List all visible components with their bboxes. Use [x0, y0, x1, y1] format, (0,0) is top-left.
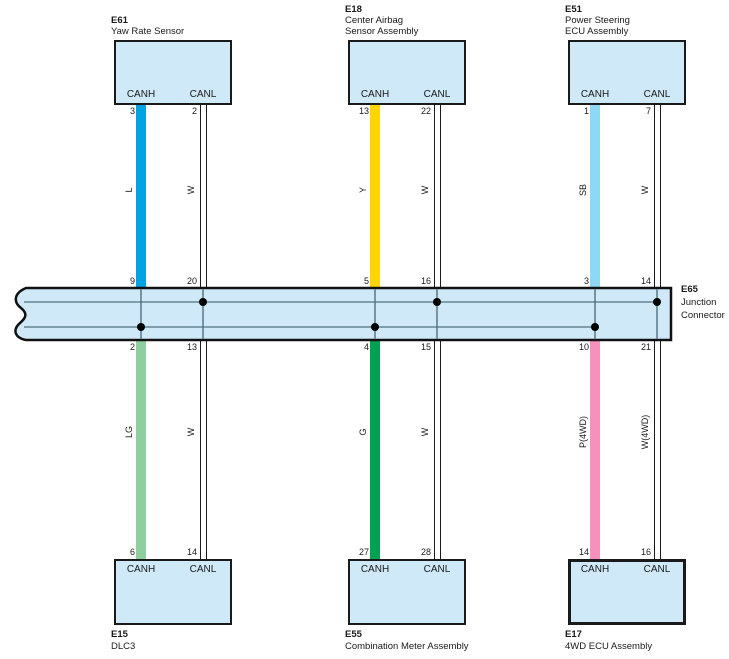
- wire-label: W: [420, 185, 430, 195]
- canh-label: CANH: [580, 89, 610, 100]
- device-name-line: Center Airbag: [345, 15, 404, 26]
- wire-label: Y: [358, 186, 368, 194]
- device-box-e17: [568, 559, 686, 625]
- pin-number: 16: [640, 547, 651, 557]
- wire-canl-bottom: [654, 340, 661, 559]
- canh-label: CANH: [580, 564, 610, 575]
- device-name-line: Sensor Assembly: [345, 26, 419, 37]
- pin-number: 20: [186, 276, 197, 286]
- junction-dot: [653, 298, 661, 306]
- device-box-e18: [348, 40, 466, 105]
- pin-number: 15: [420, 342, 431, 352]
- device-name-line: Combination Meter Assembly: [345, 641, 469, 652]
- wire-canh-bottom: [370, 340, 380, 559]
- pin-number: 1: [583, 106, 589, 116]
- junction-dot: [371, 323, 379, 331]
- device-name-line: Yaw Rate Sensor: [111, 26, 185, 37]
- pin-number: 9: [129, 276, 135, 286]
- wire-canl-bottom: [434, 340, 441, 559]
- pin-number: 21: [640, 342, 651, 352]
- wire-label: W: [420, 427, 430, 437]
- junction-dot: [199, 298, 207, 306]
- wire-label: P(4WD): [578, 416, 588, 448]
- pin-number: 13: [186, 342, 197, 352]
- pin-number: 7: [645, 106, 651, 116]
- canh-label: CANH: [126, 89, 156, 100]
- wire-label: W: [640, 185, 650, 195]
- pin-number: 22: [420, 106, 431, 116]
- wire-canl-top: [200, 105, 207, 288]
- wire-canh-top: [370, 105, 380, 288]
- wire-canh-bottom: [590, 340, 600, 559]
- pin-number: 2: [129, 342, 135, 352]
- wire-label: SB: [578, 183, 588, 197]
- wire-canh-top: [590, 105, 600, 288]
- pin-number: 28: [420, 547, 431, 557]
- pin-number: 27: [358, 547, 369, 557]
- device-id: E18: [345, 4, 362, 15]
- device-id: E55: [345, 629, 362, 640]
- device-box-e61: [114, 40, 232, 105]
- wire-label: W: [186, 427, 196, 437]
- device-id: E15: [111, 629, 128, 640]
- pin-number: 10: [578, 342, 589, 352]
- pin-number: 14: [640, 276, 651, 286]
- pin-number: 3: [129, 106, 135, 116]
- canl-label: CANL: [643, 564, 671, 575]
- device-name-line: Power Steering: [565, 15, 630, 26]
- junction-dot: [433, 298, 441, 306]
- pin-number: 14: [578, 547, 589, 557]
- device-name-line: 4WD ECU Assembly: [565, 641, 653, 652]
- junction-name-line: Junction: [681, 297, 717, 308]
- junction-id: E65: [681, 284, 698, 295]
- pin-number: 14: [186, 547, 197, 557]
- device-id: E17: [565, 629, 582, 640]
- canh-label: CANH: [126, 564, 156, 575]
- junction-dot: [137, 323, 145, 331]
- canl-label: CANL: [189, 564, 217, 575]
- device-box-e15: [114, 559, 232, 625]
- pin-number: 2: [191, 106, 197, 116]
- pin-number: 6: [129, 547, 135, 557]
- wire-canl-top: [434, 105, 441, 288]
- device-id: E51: [565, 4, 582, 15]
- junction-bus: [14, 286, 673, 342]
- device-box-e51: [568, 40, 686, 105]
- canl-label: CANL: [189, 89, 217, 100]
- canh-label: CANH: [360, 564, 390, 575]
- wire-label: W: [186, 185, 196, 195]
- device-id: E61: [111, 15, 128, 26]
- canl-label: CANL: [423, 564, 451, 575]
- canl-label: CANL: [643, 89, 671, 100]
- wire-canl-top: [654, 105, 661, 288]
- canl-label: CANL: [423, 89, 451, 100]
- device-name-line: DLC3: [111, 641, 136, 652]
- wire-label: W(4WD): [640, 414, 650, 450]
- wire-label: L: [124, 187, 134, 193]
- pin-number: 4: [363, 342, 369, 352]
- pin-number: 16: [420, 276, 431, 286]
- junction-dot: [591, 323, 599, 331]
- device-box-e55: [348, 559, 466, 625]
- wire-canh-bottom: [136, 340, 146, 559]
- pin-number: 13: [358, 106, 369, 116]
- pin-number: 3: [583, 276, 589, 286]
- canh-label: CANH: [360, 89, 390, 100]
- wire-label: G: [358, 428, 368, 436]
- pin-number: 5: [363, 276, 369, 286]
- wire-canl-bottom: [200, 340, 207, 559]
- device-name-line: ECU Assembly: [565, 26, 629, 37]
- wire-canh-top: [136, 105, 146, 288]
- junction-name-line: Connector: [681, 310, 725, 321]
- wire-label: LG: [124, 425, 134, 439]
